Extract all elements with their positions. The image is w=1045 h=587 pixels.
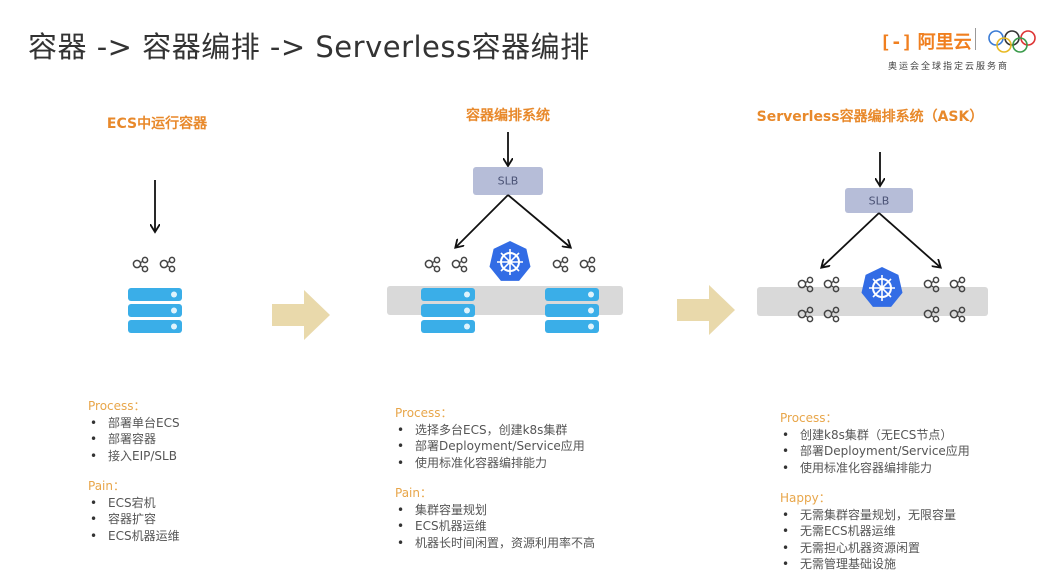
logo-divider bbox=[975, 28, 976, 50]
list-item: 创建k8s集群（无ECS节点） bbox=[780, 427, 970, 444]
ecs-notes: Process： 部署单台ECS 部署容器 接入EIP/SLB Pain： EC… bbox=[88, 398, 180, 558]
ecs-server-icon bbox=[128, 288, 182, 333]
slb-box bbox=[845, 188, 913, 213]
section-label: Process： bbox=[88, 399, 146, 413]
list-item: ECS机器运维 bbox=[88, 528, 180, 545]
orchestration-diagram bbox=[387, 132, 623, 333]
transition-arrow-icon bbox=[677, 285, 735, 335]
list-item: 部署容器 bbox=[88, 431, 180, 448]
alibaba-cloud-bracket-icon: [-] bbox=[880, 32, 913, 53]
section-label: Process： bbox=[780, 411, 838, 425]
serverless-notes: Process： 创建k8s集群（无ECS节点） 部署Deployment/Se… bbox=[780, 410, 970, 587]
slb-box bbox=[473, 167, 543, 195]
ecs-diagram bbox=[128, 180, 182, 333]
list-item: 机器长时间闲置，资源利用率不高 bbox=[395, 535, 595, 552]
list-item: 无需集群容量规划，无限容量 bbox=[780, 507, 970, 524]
column-heading-ecs: ECS中运行容器 bbox=[106, 116, 208, 132]
slb-label: SLB bbox=[497, 174, 519, 188]
list-item: 部署Deployment/Service应用 bbox=[395, 438, 595, 455]
slide-title: 容器 -> 容器编排 -> Serverless容器编排 bbox=[28, 30, 590, 64]
container-icon bbox=[159, 256, 176, 273]
list-item: 集群容量规划 bbox=[395, 502, 595, 519]
list-item: 无需担心机器资源闲置 bbox=[780, 540, 970, 557]
section-label: Happy： bbox=[780, 491, 831, 505]
ecs-server-icon bbox=[421, 288, 475, 333]
logo-tagline: 奥运会全球指定云服务商 bbox=[888, 62, 1010, 72]
kubernetes-icon bbox=[488, 240, 532, 282]
ecs-server-icon bbox=[545, 288, 599, 333]
list-item: ECS机器运维 bbox=[395, 518, 595, 535]
container-icon bbox=[451, 256, 468, 273]
list-item: 部署Deployment/Service应用 bbox=[780, 443, 970, 460]
container-icon bbox=[424, 256, 441, 273]
list-item: 选择多台ECS，创建k8s集群 bbox=[395, 422, 595, 439]
list-item: 使用标准化容器编排能力 bbox=[780, 460, 970, 477]
container-icon bbox=[579, 256, 596, 273]
list-item: 接入EIP/SLB bbox=[88, 448, 180, 465]
slb-label: SLB bbox=[868, 194, 890, 208]
column-heading-serverless: Serverless容器编排系统（ASK） bbox=[756, 109, 984, 125]
section-label: Pain： bbox=[88, 479, 125, 493]
list-item: 容器扩容 bbox=[88, 511, 180, 528]
alibaba-cloud-logo: [-] 阿里云 bbox=[880, 28, 972, 54]
list-item: ECS宕机 bbox=[88, 495, 180, 512]
logo-brand: 阿里云 bbox=[917, 32, 972, 53]
container-icon bbox=[132, 256, 149, 273]
list-item: 无需管理基础设施 bbox=[780, 556, 970, 573]
list-item: 使用标准化容器编排能力 bbox=[395, 455, 595, 472]
container-icon bbox=[552, 256, 569, 273]
list-item: 无需ECS机器运维 bbox=[780, 523, 970, 540]
column-heading-orchestration: 容器编排系统 bbox=[466, 108, 550, 124]
orchestration-notes: Process： 选择多台ECS，创建k8s集群 部署Deployment/Se… bbox=[395, 405, 595, 565]
serverless-diagram bbox=[757, 152, 988, 323]
list-item: 部署单台ECS bbox=[88, 415, 180, 432]
transition-arrow-icon bbox=[272, 290, 330, 340]
section-label: Pain： bbox=[395, 486, 432, 500]
section-label: Process： bbox=[395, 406, 453, 420]
